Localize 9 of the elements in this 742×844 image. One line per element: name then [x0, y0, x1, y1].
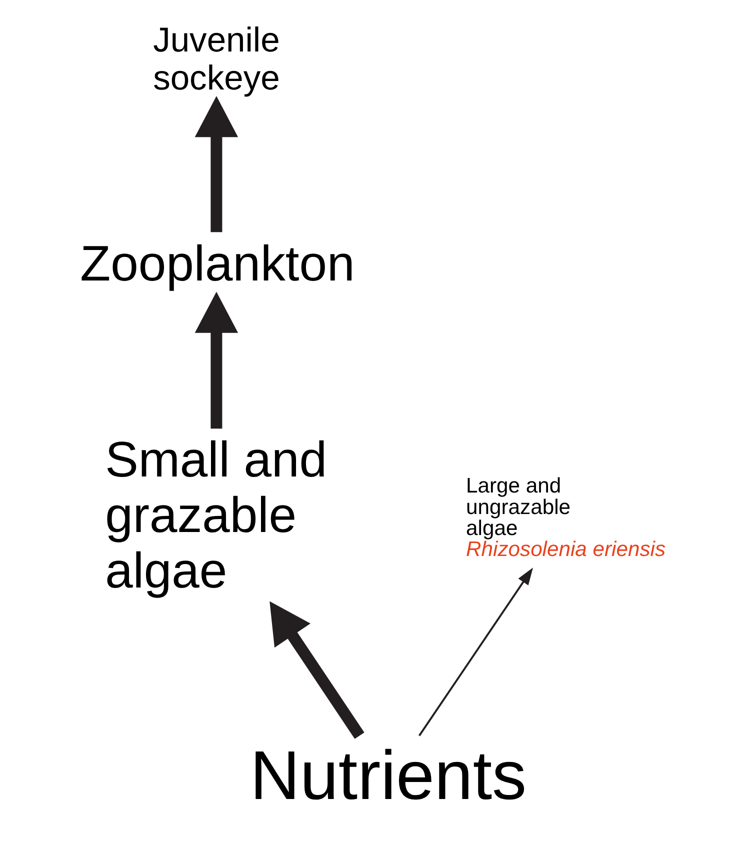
node-text: Nutrients: [250, 736, 527, 814]
arrow: [194, 96, 238, 232]
node-text: Juvenile sockeye: [153, 21, 280, 98]
node-text: Small and grazable algae: [105, 431, 328, 599]
arrow: [270, 601, 364, 739]
arrow: [194, 292, 238, 429]
arrow: [418, 568, 533, 736]
node-text: Large and ungrazable algae Rhizosolenia eriensis: [466, 474, 666, 562]
node-text: Zooplankton: [80, 235, 355, 292]
